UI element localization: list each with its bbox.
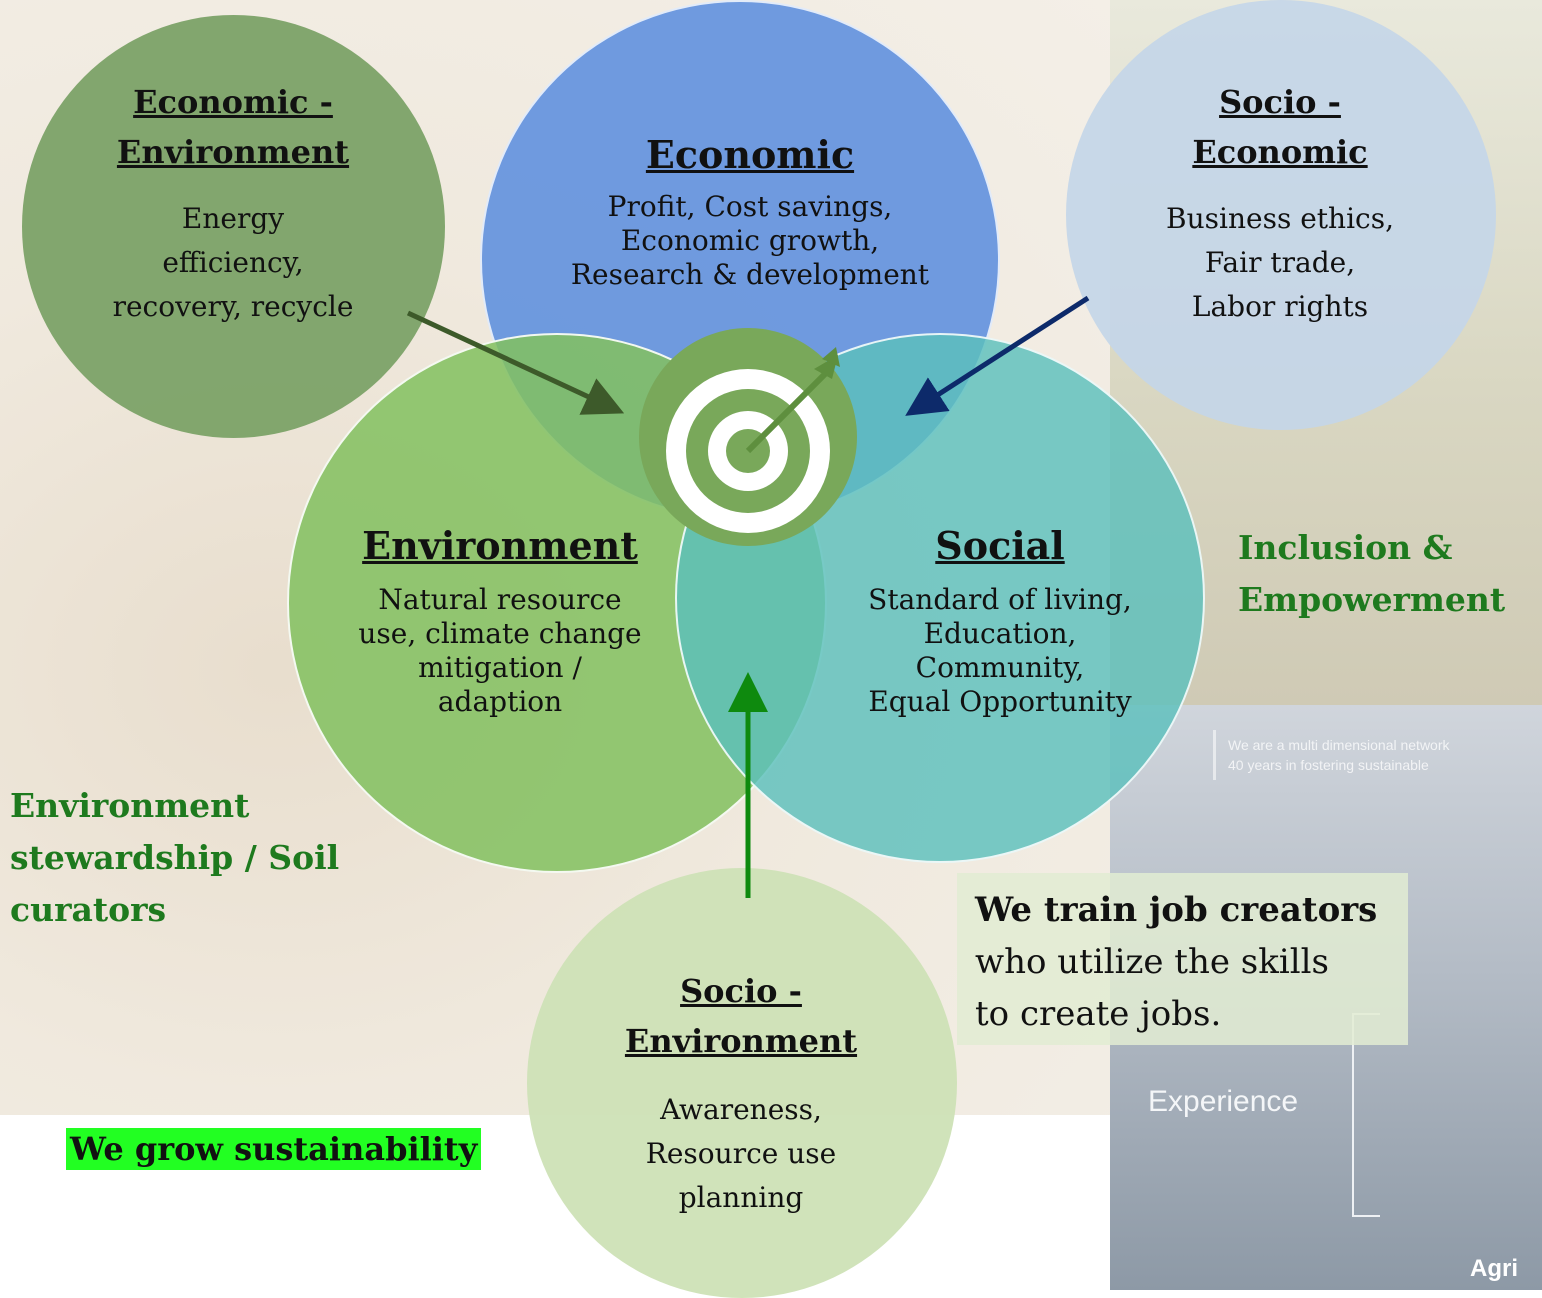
economic-title: Economic [645, 132, 855, 177]
slide-logo: Agri [1470, 1255, 1518, 1282]
jobs-callout-bold: We train job creators [975, 890, 1378, 930]
stewardship-label: Environment stewardship / Soil curators [10, 786, 340, 929]
inclusion-label: Inclusion & Empowerment [1238, 528, 1506, 619]
economic-environment-body: Energy efficiency, recovery, recycle [112, 202, 354, 323]
slide-tagline: We are a multi dimensional network 40 ye… [1228, 735, 1542, 775]
arrow-icon [905, 295, 1090, 416]
jobs-callout-box [957, 873, 1408, 1045]
grow-sustainability-highlight: We grow sustainability [66, 1128, 482, 1170]
slide-tagline-line-1: We are a multi dimensional network [1228, 737, 1450, 753]
jobs-callout-text: We train job creators who utilize the sk… [975, 884, 1405, 1040]
arrow-icon [406, 310, 625, 415]
socio-environment-body: Awareness, Resource use planning [645, 1093, 837, 1214]
socio-economic-title: Socio - Economic [1192, 83, 1368, 171]
jobs-callout-rest: who utilize the skills to create jobs. [975, 942, 1329, 1034]
target-icon [639, 328, 857, 546]
socio-environment-block: Socio - Environment Awareness, Resource … [583, 966, 899, 1220]
environment-block: Environment Natural resource use, climat… [330, 523, 670, 719]
circle-economic-environment [22, 15, 445, 438]
slide-accent-bar [1213, 730, 1216, 780]
economic-environment-title: Economic - Environment [116, 83, 350, 171]
socio-economic-body: Business ethics, Fair trade, Labor right… [1166, 202, 1394, 323]
social-block: Social Standard of living, Education, Co… [830, 523, 1170, 719]
slide-tagline-line-2: 40 years in fostering sustainable [1228, 757, 1429, 773]
economic-body: Profit, Cost savings, Economic growth, R… [570, 190, 930, 291]
social-title: Social [935, 523, 1065, 568]
socio-environment-title: Socio - Environment [624, 972, 858, 1060]
economic-block: Economic Profit, Cost savings, Economic … [540, 132, 960, 292]
environment-body: Natural resource use, climate change mit… [358, 583, 642, 718]
environment-title: Environment [362, 523, 638, 568]
socio-economic-block: Socio - Economic Business ethics, Fair t… [1122, 77, 1438, 329]
economic-environment-block: Economic - Environment Energy efficiency… [75, 77, 391, 329]
slide-experience-text: Experience [1148, 1085, 1299, 1118]
circle-socio-environment [527, 868, 957, 1298]
circle-socio-economic [1066, 0, 1496, 430]
social-body: Standard of living, Education, Community… [868, 583, 1132, 718]
